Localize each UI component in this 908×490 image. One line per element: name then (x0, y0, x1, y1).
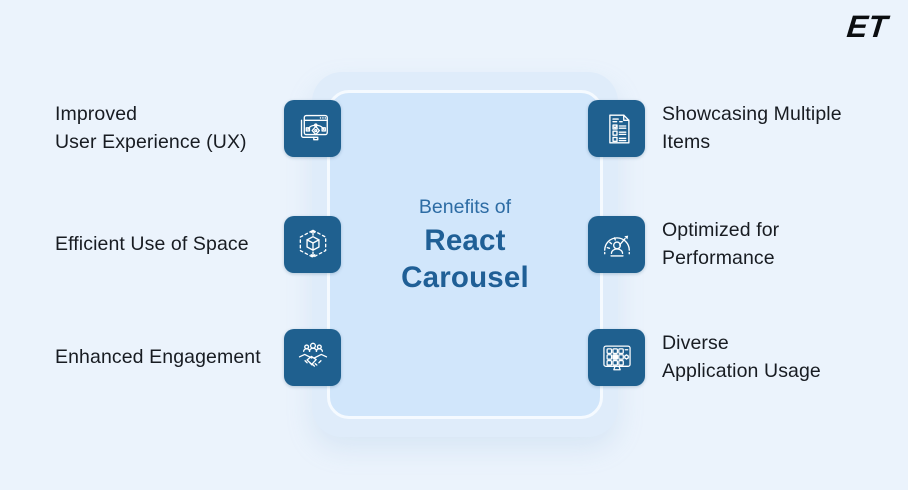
center-card (327, 90, 603, 419)
center-title-block: Benefits of React Carousel (327, 194, 603, 296)
icon-tile-apps-monitor (588, 329, 645, 386)
performance-gauge-icon (603, 235, 630, 257)
center-title: React Carousel (401, 224, 529, 294)
icon-tile-performance-gauge (588, 216, 645, 273)
apps-monitor-icon (602, 344, 631, 370)
et-logo-text: ET (845, 9, 890, 44)
center-subtitle: Benefits of (418, 196, 512, 218)
et-logo: ET (845, 9, 890, 44)
cube-space-icon (299, 229, 326, 258)
handshake-engagement-icon (298, 342, 327, 367)
benefit-label-efficient-space: Efficient Use of Space (55, 233, 249, 255)
icon-tile-handshake-engagement (284, 329, 341, 386)
icon-tile-checklist-items (588, 100, 645, 157)
benefit-label-improved-ux: Improved User Experience (UX) (55, 103, 247, 153)
icon-tile-cube-space (284, 216, 341, 273)
benefit-label-showcasing-items: Showcasing Multiple Items (662, 103, 842, 153)
checklist-items-icon (608, 113, 630, 144)
ux-design-icon (300, 114, 328, 140)
benefit-label-diverse-usage: Diverse Application Usage (662, 332, 821, 382)
benefit-label-optimized-performance: Optimized for Performance (662, 219, 780, 269)
benefit-label-enhanced-engagement: Enhanced Engagement (55, 346, 261, 368)
icon-tile-ux-design (284, 100, 341, 157)
